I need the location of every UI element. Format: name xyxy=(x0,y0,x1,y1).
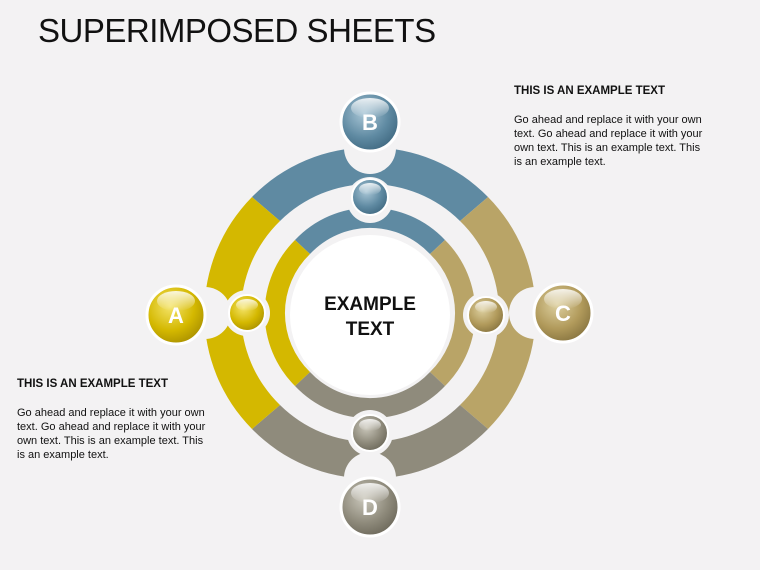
outer-segment-c xyxy=(460,197,536,429)
text-block-bottom: THIS IS AN EXAMPLE TEXT Go ahead and rep… xyxy=(17,378,207,462)
node-a: A xyxy=(145,284,207,346)
outer-segment-b xyxy=(252,147,488,221)
inner-bubble-c xyxy=(467,296,505,334)
node-c: C xyxy=(532,282,594,344)
inner-segment-c xyxy=(430,240,476,386)
node-b: B xyxy=(339,91,401,153)
outer-segment-a xyxy=(204,197,280,429)
node-c-label: C xyxy=(555,301,571,326)
inner-segment-a xyxy=(264,240,310,386)
center-label-line1: EXAMPLE xyxy=(324,294,416,315)
node-b-label: B xyxy=(362,110,378,135)
inner-bubble-a xyxy=(228,294,266,332)
outer-ring xyxy=(204,147,536,479)
inner-segment-b xyxy=(295,207,445,254)
text-block-body: Go ahead and replace it with your own te… xyxy=(17,407,206,461)
node-d: D xyxy=(339,476,401,538)
text-block-heading: THIS IS AN EXAMPLE TEXT xyxy=(514,85,666,97)
text-block-heading: THIS IS AN EXAMPLE TEXT xyxy=(17,378,169,390)
center-label-line2: TEXT xyxy=(346,319,395,340)
inner-bubble-d xyxy=(351,414,389,452)
inner-ring xyxy=(264,207,476,419)
text-block-body: Go ahead and replace it with your own te… xyxy=(514,114,703,168)
center-disc xyxy=(290,235,450,395)
node-d-label: D xyxy=(362,495,378,520)
outer-segment-d xyxy=(252,405,488,479)
inner-segment-d xyxy=(295,372,445,419)
inner-bubble-b xyxy=(351,178,389,216)
page-title: SUPERIMPOSED SHEETS xyxy=(38,12,436,49)
node-a-label: A xyxy=(168,303,184,328)
text-block-top: THIS IS AN EXAMPLE TEXT Go ahead and rep… xyxy=(514,85,704,169)
